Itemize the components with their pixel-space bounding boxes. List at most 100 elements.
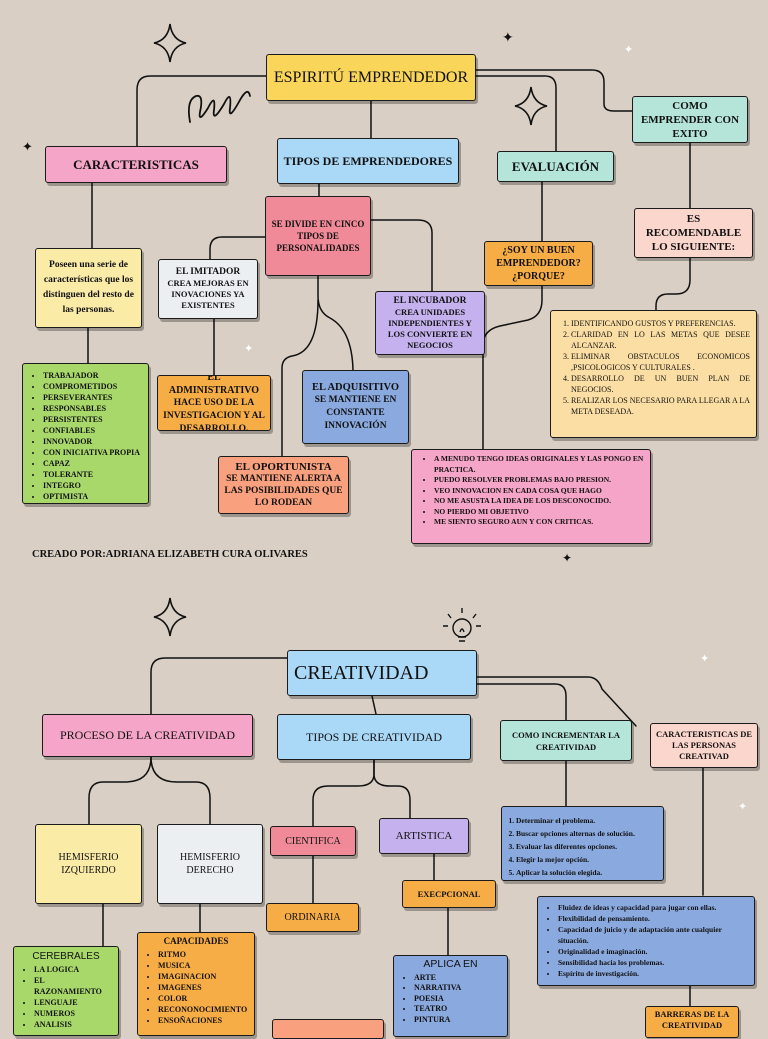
lightbulb-icon [443,608,481,642]
paso-item: DESARROLLO DE UN BUEN PLAN DE NEGOCIOS. [571,373,750,395]
cerebral-item: NUMEROS [34,1008,114,1019]
rasgo-item: Originalidad e imaginación. [558,946,750,957]
rasgo-item: COMPROMETIDOS [43,381,140,392]
imitador-node: EL IMITADOR CREA MEJORAS EN INOVACIONES … [158,259,258,319]
incrementar-pasos-items: Determinar el problema.Buscar opciones a… [506,814,635,879]
ordinaria-node: ORDINARIA [266,903,359,932]
administrativo-node: EL ADMINISTRATIVO HACE USO DE LA INVESTI… [157,375,271,431]
aplica-en-list: APLICA EN ARTENARRATIVAPOESIATEATROPINTU… [393,955,508,1037]
paso-item: Evaluar las diferentes opciones. [516,840,635,853]
hemisferio-izquierdo-node: HEMISFERIO IZQUIERDO [35,824,142,904]
capacidad-item: IMAGENES [158,982,250,993]
respuesta-item: ME SIENTO SEGURO AUN Y CON CRITICAS. [434,517,644,528]
proceso-creatividad-node: PROCESO DE LA CREATIVIDAD [42,714,253,757]
capacidades-items: RITMOMUSICAIMAGINACIONIMAGENESCOLORRECON… [142,949,250,1026]
tipos-emprendedores-node: TIPOS DE EMPRENDEDORES [277,138,459,184]
rasgo-item: Sensibilidad hacia los problemas. [558,957,750,968]
rasgo-item: RESPONSABLES [43,403,140,414]
capacidad-item: IMAGINACION [158,971,250,982]
rasgo-item: TRABAJADOR [43,370,140,381]
cerebrales-title: CEREBRALES [32,951,100,962]
artistica-node: ARTISTICA [379,818,469,854]
paso-item: Buscar opciones alternas de solución. [516,827,635,840]
creatividad-title: CREATIVIDAD [287,650,477,696]
poseen-node: Poseen una serie de características que … [35,248,142,328]
cerebral-item: EL RAZONAMIENTO [34,975,114,997]
rasgo-item: INNOVADOR [43,436,140,447]
respuestas-list: A MENUDO TENGO IDEAS ORIGINALES Y LAS PO… [411,449,651,544]
scribble-loops-icon [187,90,251,123]
incubador-node: EL INCUBADOR CREA UNIDADES INDEPENDIENTE… [375,291,485,355]
paso-item: Aplicar la solución elegida. [516,866,635,879]
aplica-item: POESIA [414,994,503,1005]
paso-item: ELIMINAR OBSTACULOS ECONOMICOS ,PSICOLOG… [571,351,750,373]
capacidad-item: MUSICA [158,960,250,971]
soy-emprendedor-node: ¿SOY UN BUEN EMPRENDEDOR? ¿PORQUE? [484,241,593,286]
rasgo-item: TOLERANTE [43,469,140,480]
cerebral-item: ANALISIS [34,1019,114,1030]
tipos-creatividad-node: TIPOS DE CREATIVIDAD [277,714,471,760]
paso-item: Elegir la mejor opción. [516,853,635,866]
aplica-item: NARRATIVA [414,983,503,994]
aplica-item: PINTURA [414,1015,503,1026]
capacidad-item: RECONONOCIMIENTO [158,1004,250,1015]
capacidades-list: CAPACIDADES RITMOMUSICAIMAGINACIONIMAGEN… [137,932,255,1036]
capacidad-item: COLOR [158,993,250,1004]
aplica-items: ARTENARRATIVAPOESIATEATROPINTURA [398,973,503,1026]
pasos-exito-list: IDENTIFICANDO GUSTOS Y PREFERENCIAS.CLAR… [550,310,757,438]
hemisferio-derecho-node: HEMISFERIO DERECHO [157,824,263,904]
aplica-item: TEATRO [414,1004,503,1015]
star-icon: ✦ [562,551,573,565]
rasgo-item: CAPAZ [43,458,140,469]
star-icon: ✦ [22,139,33,154]
respuestas-items: A MENUDO TENGO IDEAS ORIGINALES Y LAS PO… [418,454,644,528]
rasgos-list: TRABAJADORCOMPROMETIDOSPERSEVERANTESRESP… [22,363,149,504]
capacidades-title: CAPACIDADES [163,936,229,946]
cerebral-item: LA LOGICA [34,964,114,975]
rasgo-item: Espíritu de investigación. [558,968,750,979]
paso-item: REALIZAR LOS NECESARIO PARA LLEGAR A LA … [571,395,750,417]
cientifica-node: CIENTIFICA [270,826,356,856]
star-icon: ✦ [738,801,748,813]
oportunista-node: EL OPORTUNISTA SE MANTIENE ALERTA A LAS … [218,456,349,514]
respuesta-item: A MENUDO TENGO IDEAS ORIGINALES Y LAS PO… [434,454,644,475]
pasos-items: IDENTIFICANDO GUSTOS Y PREFERENCIAS.CLAR… [555,318,750,417]
cerebrales-items: LA LOGICAEL RAZONAMIENTOLENGUAJENUMEROSA… [18,964,114,1030]
evaluacion-node: EVALUACIÓN [497,151,614,182]
rasgo-item: OPTIMISTA [43,491,140,502]
paso-item: Determinar el problema. [516,814,635,827]
sparkle-icon [153,597,187,637]
aplica-title: APLICA EN [423,958,478,970]
star-icon: ✦ [244,343,254,355]
como-emprender-node: COMO EMPRENDER CON EXITO [632,96,748,143]
caracteristicas-creativos-node: CARACTERISTICAS DE LAS PERSONAS CREATIVA… [650,723,758,768]
paso-item: IDENTIFICANDO GUSTOS Y PREFERENCIAS. [571,318,750,329]
author-credit: CREADO POR:ADRIANA ELIZABETH CURA OLIVAR… [32,549,308,560]
cerebrales-list: CEREBRALES LA LOGICAEL RAZONAMIENTOLENGU… [13,946,119,1036]
star-icon: ✦ [502,31,514,46]
adquisitivo-node: EL ADQUISITIVO SE MANTIENE EN CONSTANTE … [302,370,409,444]
incrementar-pasos-list: Determinar el problema.Buscar opciones a… [501,806,664,881]
rasgos-items: TRABAJADORCOMPROMETIDOSPERSEVERANTESRESP… [27,370,140,502]
espiritu-emprendedor-title: ESPIRITÚ EMPRENDEDOR [266,54,476,101]
rasgo-item: PERSISTENTES [43,414,140,425]
star-icon: ✦ [700,653,710,665]
cinco-tipos-node: SE DIVIDE EN CINCO TIPOS DE PERSONALIDAD… [265,196,371,276]
rasgo-item: Flexibilidad de pensamiento. [558,913,750,924]
execpcional-node: EXECPCIONAL [402,880,496,908]
rasgo-item: Capacidad de juicio y de adaptación ante… [558,924,750,946]
rasgo-item: PERSEVERANTES [43,392,140,403]
respuesta-item: NO ME ASUSTA LA IDEA DE LOS DESCONOCIDO. [434,496,644,507]
cerebral-item: LENGUAJE [34,997,114,1008]
incrementar-creatividad-node: COMO INCREMENTAR LA CREATIVIDAD [500,720,632,761]
capacidad-item: RITMO [158,949,250,960]
paso-item: CLARIDAD EN LO LAS METAS QUE DESEE ALCAN… [571,329,750,351]
rasgo-item: CON INICIATIVA PROPIA [43,447,140,458]
respuesta-item: PUEDO RESOLVER PROBLEMAS BAJO PRESION. [434,475,644,486]
sparkle-icon [153,23,187,63]
star-icon: ✦ [624,44,634,56]
rasgo-item: Fluidez de ideas y capacidad para jugar … [558,902,750,913]
caracteristicas-node: CARACTERISTICAS [45,146,227,183]
